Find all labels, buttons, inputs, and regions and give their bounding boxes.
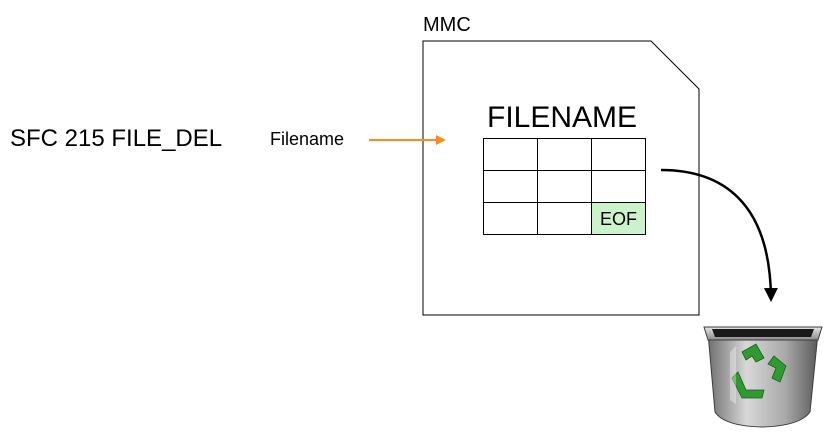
file-table-cell	[483, 202, 538, 235]
file-table-row: EOF	[483, 202, 646, 235]
file-table-cell	[537, 202, 592, 235]
file-table-cell	[537, 138, 592, 171]
file-table-row	[483, 170, 646, 203]
delete-arrow	[660, 168, 778, 302]
file-table-cell	[591, 170, 646, 203]
file-title: FILENAME	[487, 101, 638, 134]
mmc-card-label: MMC	[423, 14, 471, 36]
recycle-bin-icon	[703, 326, 823, 428]
file-table-cell	[483, 138, 538, 171]
eof-marker-cell: EOF	[591, 202, 646, 235]
file-table-row	[483, 138, 646, 171]
file-table: EOF	[483, 138, 646, 235]
function-name-label: SFC 215 FILE_DEL	[10, 125, 223, 152]
file-table-cell	[591, 138, 646, 171]
file-table-cell	[483, 170, 538, 203]
parameter-label: Filename	[270, 129, 345, 149]
file-table-cell	[537, 170, 592, 203]
